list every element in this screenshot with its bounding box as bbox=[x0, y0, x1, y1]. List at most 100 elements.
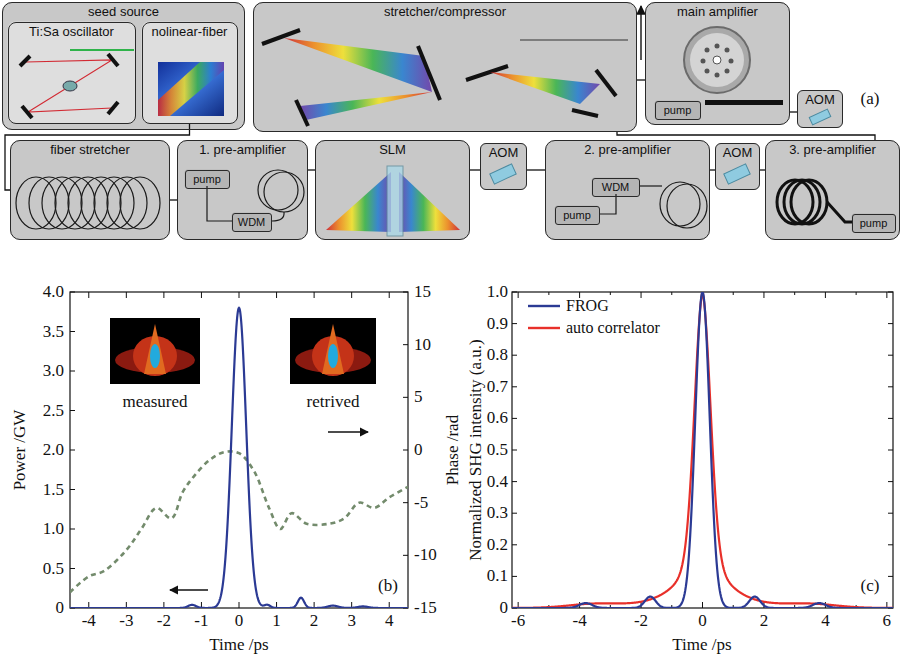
power-curve bbox=[70, 308, 408, 608]
grating-sketch bbox=[520, 40, 628, 41]
box-fill bbox=[765, 140, 900, 240]
fiber-sketch bbox=[158, 62, 224, 116]
beam-path bbox=[790, 111, 797, 112]
box-fill bbox=[555, 206, 600, 225]
tick-label: 2 bbox=[760, 612, 769, 630]
axis-title: Time /ps bbox=[209, 636, 268, 654]
autocorrelation-curve bbox=[512, 292, 893, 608]
tick-mark bbox=[403, 450, 408, 451]
tick-mark bbox=[702, 602, 703, 608]
box-fill bbox=[232, 213, 272, 232]
tick-label: 0 bbox=[56, 599, 65, 617]
tick-label: 4 bbox=[821, 612, 830, 630]
plot-frame bbox=[70, 292, 408, 608]
box-label: SLM bbox=[379, 143, 406, 158]
box-label: pump bbox=[563, 209, 591, 222]
fiber-cross-section bbox=[705, 48, 710, 53]
tick-mark bbox=[70, 489, 75, 490]
fiber-coil bbox=[667, 184, 707, 228]
panel-letter: (a) bbox=[861, 90, 880, 108]
gain-fiber bbox=[827, 202, 852, 222]
beam-path bbox=[470, 169, 480, 170]
tick-mark bbox=[70, 331, 75, 332]
box-label: WDM bbox=[602, 181, 630, 194]
frog-trace-image bbox=[110, 318, 200, 384]
fiber-cross-section bbox=[725, 48, 730, 53]
tick-label: 0.9 bbox=[487, 315, 508, 333]
pump-box: pump bbox=[655, 101, 701, 120]
tick-mark bbox=[512, 450, 517, 451]
axis-title: Normalized SHG intensity (a.u.) bbox=[467, 339, 485, 560]
box-label: fiber stretcher bbox=[50, 143, 129, 158]
gain-fiber bbox=[777, 180, 852, 224]
fiber-cross-section bbox=[705, 100, 783, 105]
tick-label: 1.0 bbox=[43, 520, 64, 538]
plot-frame bbox=[512, 292, 893, 608]
oscillator-sketch bbox=[70, 49, 134, 51]
tick-label: 10 bbox=[414, 336, 431, 354]
box-fill bbox=[10, 140, 170, 240]
legend-label: FROG bbox=[566, 298, 609, 315]
oscillator-sketch bbox=[20, 50, 134, 118]
tick-label: 0.5 bbox=[487, 441, 508, 459]
tick-mark bbox=[403, 555, 408, 556]
output-arrow bbox=[641, 6, 642, 60]
plot-frame bbox=[70, 292, 893, 608]
wdm-box: WDM bbox=[232, 213, 272, 232]
tick-mark bbox=[201, 292, 202, 298]
tick-mark bbox=[763, 292, 764, 298]
grating-sketch bbox=[284, 38, 432, 92]
legend-line bbox=[528, 327, 560, 329]
box-label: 3. pre-amplifier bbox=[789, 143, 876, 158]
tick-label: 5 bbox=[414, 388, 423, 406]
box-fill bbox=[655, 101, 701, 120]
tick-mark bbox=[888, 450, 893, 451]
tick-mark bbox=[548, 292, 549, 295]
tick-label: 0.8 bbox=[487, 346, 508, 364]
tick-mark bbox=[512, 576, 517, 577]
section-box: 1. pre-amplifierpumpWDM bbox=[177, 140, 308, 240]
tick-mark bbox=[888, 292, 893, 293]
tick-label: 3.5 bbox=[43, 323, 64, 341]
box-label: seed source bbox=[88, 5, 159, 20]
oscillator-sketch bbox=[26, 60, 112, 112]
tick-label: -2 bbox=[634, 612, 648, 630]
tick-mark bbox=[512, 292, 517, 293]
tick-mark bbox=[512, 386, 517, 387]
fiber-sketch bbox=[158, 62, 224, 116]
section-box: stretcher/compressor bbox=[253, 2, 637, 132]
grating-sketch bbox=[296, 100, 308, 126]
box-fill bbox=[592, 178, 640, 197]
tick-mark bbox=[512, 418, 517, 419]
chart-curves bbox=[70, 292, 893, 608]
tick-label: 4 bbox=[385, 612, 394, 630]
grating-sketch bbox=[596, 70, 616, 96]
tick-label: -15 bbox=[414, 599, 437, 617]
fiber-cross-section bbox=[701, 59, 706, 64]
fiber-cross-section bbox=[715, 44, 720, 49]
tick-mark bbox=[888, 576, 893, 577]
tick-mark bbox=[888, 544, 893, 545]
panel-letter: (b) bbox=[378, 577, 398, 595]
panel-letter: (c) bbox=[861, 577, 880, 595]
tick-label: 0.2 bbox=[487, 536, 508, 554]
box-fill bbox=[715, 143, 760, 190]
box-fill bbox=[797, 90, 843, 128]
tick-label: 2.0 bbox=[43, 441, 64, 459]
box-fill bbox=[645, 2, 790, 125]
tick-mark bbox=[794, 292, 795, 295]
chart-c-curves bbox=[512, 292, 893, 608]
axis-title: Power /GW bbox=[11, 410, 29, 491]
tick-mark bbox=[88, 292, 89, 298]
tick-mark bbox=[70, 568, 75, 569]
legend-label: auto correlator bbox=[566, 320, 660, 337]
tick-label: 0.1 bbox=[487, 567, 508, 585]
section-box: SLM bbox=[315, 140, 470, 240]
pump-box: pump bbox=[852, 214, 896, 233]
tick-label: 15 bbox=[414, 283, 431, 301]
tick-label: -5 bbox=[414, 494, 428, 512]
frog-trace-image bbox=[322, 324, 344, 374]
box-label: main amplifier bbox=[677, 5, 758, 20]
beam-path bbox=[527, 169, 545, 170]
